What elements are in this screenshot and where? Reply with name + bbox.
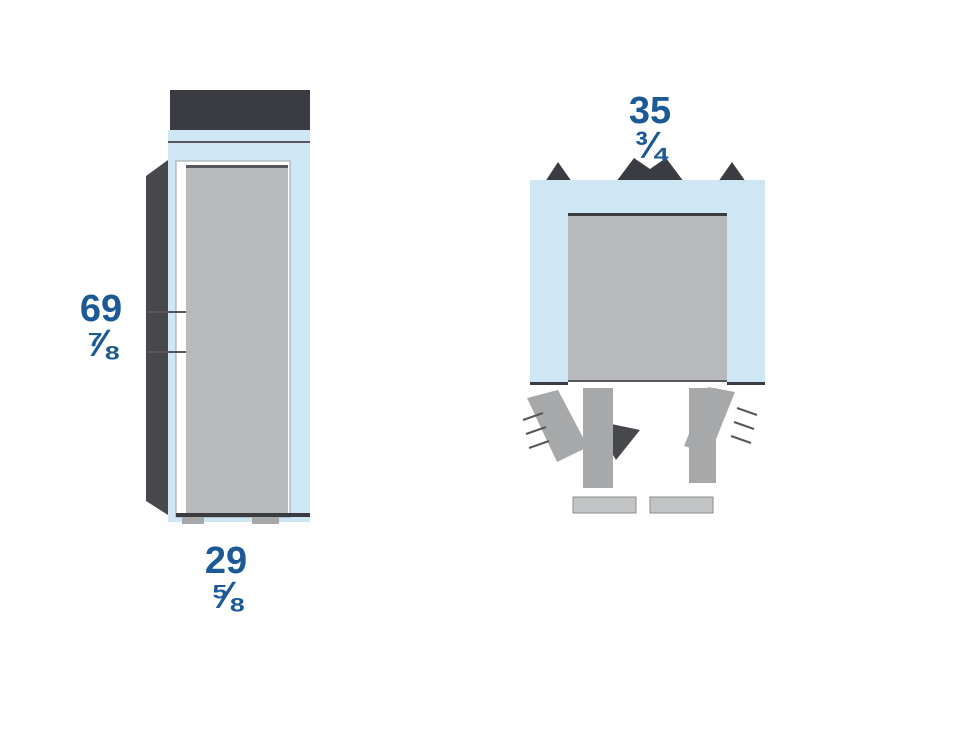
side-cabinet-body xyxy=(186,165,288,514)
front-floor-bar-right xyxy=(649,496,714,514)
height-dimension-label: 69 ⅞ xyxy=(66,288,136,365)
front-side-panel-right-edge xyxy=(727,382,765,385)
side-hinge-mark-lower xyxy=(148,351,186,353)
front-top-band-edge xyxy=(530,213,765,216)
front-floor-bar-left xyxy=(572,496,637,514)
front-top-band xyxy=(530,180,765,216)
front-hatch-right xyxy=(730,407,758,444)
side-top-edge-line xyxy=(168,141,310,143)
front-leg-left xyxy=(583,388,613,488)
front-view xyxy=(522,158,765,514)
side-bottom-edge xyxy=(176,513,310,517)
side-foot-front xyxy=(182,517,204,524)
height-dimension-whole: 69 xyxy=(79,288,123,330)
front-angled-leg-right xyxy=(684,387,735,454)
side-cabinet-top-line xyxy=(186,165,288,168)
width-dimension-fraction: ¾ xyxy=(634,124,666,167)
depth-dimension-label: 29 ⅝ xyxy=(184,540,268,617)
height-dimension-fraction: ⅞ xyxy=(85,322,117,365)
depth-dimension-fraction: ⅝ xyxy=(210,574,242,617)
depth-dimension-whole: 29 xyxy=(204,540,248,582)
front-cabinet-bottom-line xyxy=(568,380,727,382)
front-hinge-left xyxy=(545,162,572,182)
width-dimension-whole: 35 xyxy=(628,90,672,132)
front-side-panel-right xyxy=(727,180,765,385)
front-hinge-right xyxy=(718,162,746,182)
front-cabinet-body xyxy=(568,216,727,382)
side-foot-rear xyxy=(252,517,279,524)
front-side-panel-left xyxy=(530,180,568,385)
front-hinge-center xyxy=(616,158,684,182)
front-hatch-left xyxy=(522,412,550,449)
width-dimension-label: 35 ¾ xyxy=(602,90,698,167)
side-view xyxy=(146,90,310,524)
side-hinge-mark-upper xyxy=(148,311,186,313)
front-side-panel-left-edge xyxy=(530,382,568,385)
front-angled-leg-left xyxy=(527,390,588,462)
side-rear-panel xyxy=(146,160,168,515)
